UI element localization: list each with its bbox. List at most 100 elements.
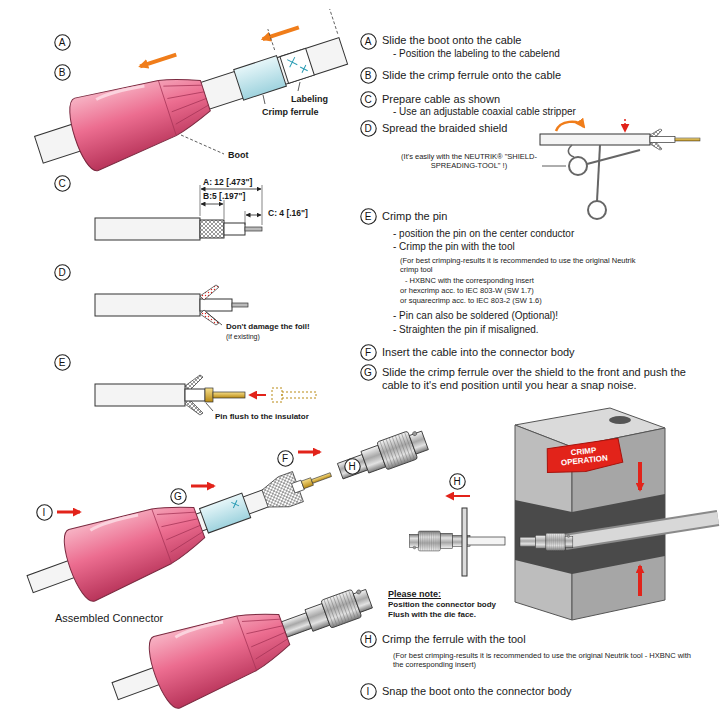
step-text: Crimp the ferrule with the tool: [382, 633, 526, 646]
step-letter-text: H: [348, 461, 355, 472]
circle-outline: [170, 488, 185, 503]
pin-illustration: [95, 375, 316, 415]
step-letter-text: G: [174, 491, 182, 502]
step-letter-text: A: [365, 36, 372, 47]
tool-note: - HXBNC with the corresponding insert: [405, 276, 534, 285]
step-letter-text: D: [364, 123, 371, 134]
part-label: Boot: [228, 150, 249, 161]
circle-outline: [54, 64, 69, 79]
step-letter-text: D: [58, 267, 65, 278]
badge-outline: [545, 438, 624, 475]
circle-outline: [360, 344, 375, 359]
step-letter-text: I: [367, 686, 370, 697]
step-letter: I: [36, 504, 53, 521]
step-letter-text: C: [364, 94, 371, 105]
crimp-ferrule: [234, 56, 287, 100]
circle-outline: [360, 683, 375, 698]
step-text: Slide the boot onto the cable: [382, 34, 521, 47]
boot-ferrule-illustration: [24, 5, 355, 186]
note-heading: Please note:: [388, 589, 441, 600]
step-detail: - position the pin on the center conduct…: [393, 228, 574, 240]
step-detail: - Use an adjustable coaxial cable stripp…: [393, 106, 576, 118]
circle-outline: [277, 450, 292, 465]
circle-outline: [54, 354, 69, 369]
step-text: Spread the braided shield: [382, 122, 507, 135]
step-text: Slide the crimp ferrule onto the cable: [382, 69, 561, 82]
dimension-label: C: 4 [.16"]: [268, 208, 308, 218]
step-letter-text: H: [364, 634, 371, 645]
step-letter: H: [360, 631, 377, 648]
circle-outline: [360, 67, 375, 82]
step-letter-text: H: [453, 476, 460, 487]
circle-outline: [54, 264, 69, 279]
dimension-line: [246, 215, 261, 216]
exploded-assembly: [17, 405, 438, 620]
circle-outline: [344, 458, 359, 473]
step-text: Prepare cable as shown: [382, 93, 500, 106]
crimp-ferrule: [200, 493, 251, 533]
circle-outline: [360, 120, 375, 135]
boot: [58, 487, 213, 605]
step-letter: H: [344, 458, 361, 475]
dimension-line: [201, 189, 261, 190]
warning-note: Don't damage the foil!: [226, 322, 310, 332]
note-text: Position the connector body Flush with t…: [388, 600, 510, 619]
warning-note: (if existing): [226, 333, 260, 341]
step-text: Insert the cable into the connector body: [382, 346, 575, 359]
step-letter-text: F: [365, 347, 371, 358]
crimp-operation-badge: CRIMP OPERATION: [545, 438, 624, 475]
tool-note: (For best crimping-results it is recomme…: [393, 651, 693, 669]
braid-spread-illustration: [95, 285, 248, 325]
tool-note: or squarecrimp acc. to IEC 803-2 (SW 1.6…: [400, 296, 542, 305]
part-label: Labeling: [291, 94, 328, 105]
step-letter: G: [360, 364, 377, 381]
step-detail: - Straighten the pin if misaligned.: [393, 324, 539, 336]
circle-outline: [360, 91, 375, 106]
step-letter: A: [54, 34, 71, 51]
step-letter-text: E: [365, 211, 372, 222]
dimension-label: A: 12 [.473"]: [203, 177, 252, 187]
circle-outline: [360, 364, 375, 379]
step-letter: B: [360, 67, 377, 84]
step-text: Snap the boot onto the connector body: [382, 685, 572, 698]
circle-outline: [36, 504, 51, 519]
tool-note: (It's easily with the NEUTRIK® "SHIELD-S…: [398, 152, 540, 170]
step-letter-text: I: [43, 507, 46, 518]
connector-body: [335, 426, 430, 485]
circle-outline: [360, 208, 375, 223]
leader-lines: [181, 82, 300, 154]
step-letter: C: [54, 175, 71, 192]
callout-note: Pin flush to the insulator: [215, 412, 309, 422]
step-letter-text: B: [59, 67, 66, 78]
tool-note: or hexcrimp acc. to IEC 803-W (SW 1.7): [400, 286, 534, 295]
step-detail: - Crimp the pin with the tool: [393, 241, 515, 253]
step-letter: F: [277, 450, 294, 467]
circle-outline: [449, 473, 464, 488]
figure-caption: Assembled Connector: [55, 612, 163, 625]
step-letter: A: [360, 33, 377, 50]
cable-stripping-illustration: [95, 185, 262, 240]
step-letter-text: E: [59, 357, 66, 368]
step-letter: I: [360, 683, 377, 700]
boot: [63, 60, 217, 175]
circle-outline: [54, 34, 69, 49]
step-letter-text: C: [58, 178, 65, 189]
step-detail: - Pin can also be soldered (Optional)!: [393, 310, 558, 322]
circle-outline: [360, 33, 375, 48]
step-letter: D: [54, 264, 71, 281]
shield-spreading-tool: [540, 119, 700, 219]
step-letter: C: [360, 91, 377, 108]
step-letter-text: G: [364, 367, 372, 378]
assembled-connector: [102, 563, 382, 720]
dimension-line: [201, 204, 223, 205]
step-letter: D: [360, 120, 377, 137]
step-letter-text: B: [365, 70, 372, 81]
circle-outline: [54, 175, 69, 190]
step-letter: E: [360, 208, 377, 225]
step-letter-text: A: [59, 37, 66, 48]
tool-note: (For best crimping-results it is recomme…: [400, 256, 650, 274]
direction-arrow: [140, 55, 176, 67]
step-letter: G: [170, 488, 187, 505]
step-letter: F: [360, 344, 377, 361]
